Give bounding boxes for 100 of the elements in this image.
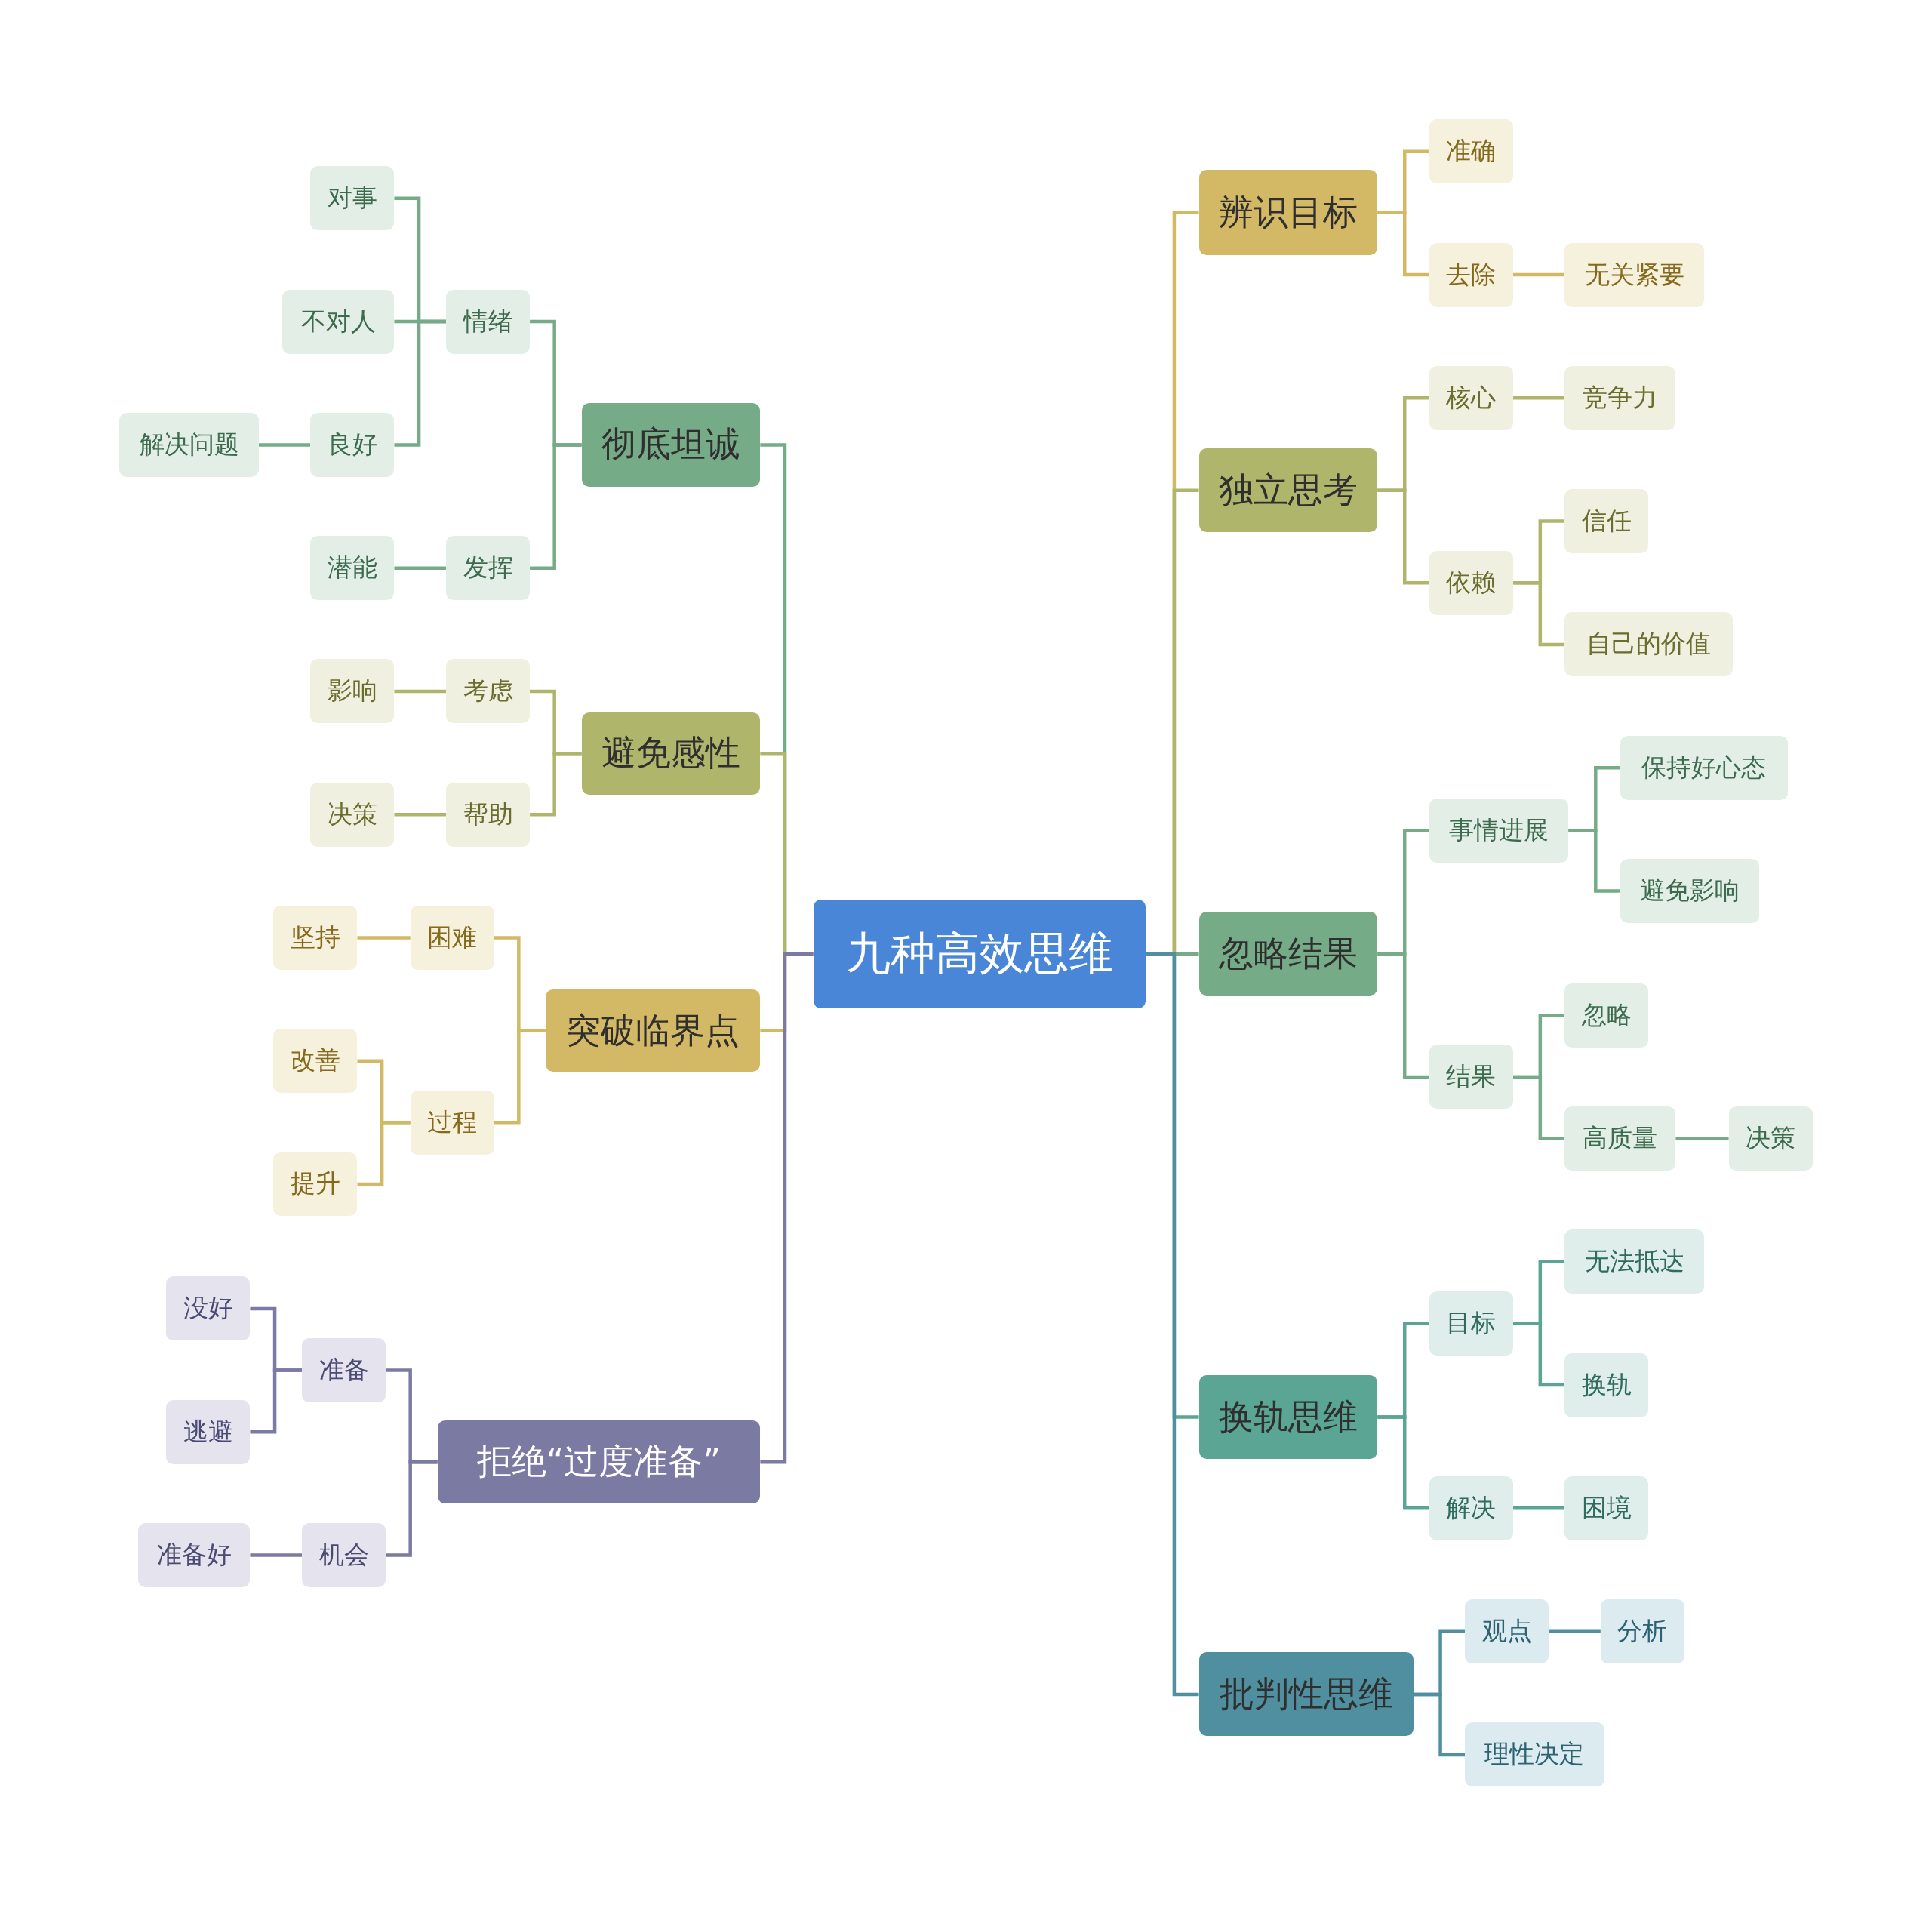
topic-label: 良好	[327, 428, 377, 460]
topic-label: 逃避	[183, 1415, 233, 1448]
topic-label: 不对人	[300, 305, 376, 337]
subtopic-box	[1564, 1476, 1649, 1540]
connector-line	[394, 812, 446, 817]
topic-label: 解决问题	[139, 428, 239, 460]
topic-label: 避免感性	[601, 732, 740, 775]
topic-label: 解决	[1446, 1491, 1497, 1524]
topic-label: 没好	[183, 1292, 233, 1325]
subtopic-box	[273, 906, 358, 970]
topic-label: 无法抵达	[1584, 1245, 1684, 1278]
connector-line	[530, 443, 582, 570]
connector-line	[250, 1553, 302, 1557]
connector-line	[494, 1029, 546, 1125]
subtopic-box	[1429, 242, 1513, 307]
topic-label: 辨识目标	[1218, 191, 1358, 234]
topic-label: 观点	[1481, 1615, 1532, 1648]
connector-line	[1377, 1415, 1429, 1510]
subtopic-box	[1564, 242, 1704, 307]
topic-label: 提升	[290, 1168, 340, 1200]
topic-label: 过程	[427, 1106, 478, 1138]
topic-label: 信任	[1581, 505, 1632, 537]
subtopic-box	[137, 1522, 251, 1587]
topic-label: 困难	[427, 921, 478, 953]
topic-label: 独立思考	[1218, 469, 1358, 512]
main-topic-box	[581, 712, 761, 796]
connector-line	[1512, 1075, 1565, 1140]
topic-label: 竞争力	[1583, 381, 1658, 414]
subtopic-box	[310, 536, 395, 601]
subtopic-box	[1564, 983, 1649, 1048]
subtopic-box	[310, 782, 395, 847]
subtopic-box	[166, 1276, 251, 1341]
topic-label: 机会	[318, 1538, 369, 1571]
connector-line	[1512, 396, 1565, 400]
topic-label: 依赖	[1446, 566, 1497, 599]
main-topic-box	[1198, 912, 1378, 996]
topic-label: 事情进展	[1449, 814, 1549, 846]
topic-label: 考虑	[463, 675, 513, 707]
topic-label: 拒绝“过度准备”	[476, 1441, 721, 1484]
topic-label: 决策	[327, 798, 377, 830]
root-topic-box	[813, 899, 1146, 1008]
subtopic-box	[1564, 365, 1676, 430]
subtopic-box	[310, 412, 395, 477]
topic-label: 准确	[1446, 135, 1497, 168]
subtopic-box	[1429, 119, 1513, 184]
main-topic-box	[1198, 1375, 1378, 1460]
topic-label: 突破临界点	[566, 1009, 740, 1052]
connector-line	[1377, 488, 1429, 585]
topic-label: 无关紧要	[1584, 258, 1684, 291]
subtopic-box	[1429, 365, 1513, 430]
subtopic-box	[1564, 612, 1733, 677]
subtopic-box	[1600, 1599, 1684, 1664]
connector-line	[394, 566, 446, 570]
topic-label: 高质量	[1583, 1122, 1658, 1155]
topic-label: 困境	[1581, 1491, 1632, 1524]
subtopic-box	[446, 289, 531, 354]
subtopic-box	[273, 1152, 358, 1217]
subtopic-box	[446, 536, 531, 601]
connector-line	[1512, 1506, 1565, 1510]
topic-label: 结果	[1446, 1060, 1497, 1093]
subtopic-box	[310, 166, 395, 231]
subtopic-box	[410, 906, 494, 970]
topic-label: 帮助	[463, 798, 513, 830]
topic-label: 去除	[1446, 258, 1497, 291]
main-topic-box	[581, 402, 761, 487]
topic-label: 彻底坦诚	[601, 423, 740, 466]
connector-line	[1377, 952, 1429, 1079]
subtopic-box	[302, 1338, 386, 1402]
topic-label: 九种高效思维	[845, 926, 1113, 981]
topic-label: 保持好心态	[1641, 751, 1767, 783]
topic-label: 核心	[1446, 381, 1497, 414]
connector-line	[394, 689, 446, 694]
subtopic-box	[1728, 1106, 1813, 1171]
subtopic-box	[273, 1029, 358, 1094]
topic-label: 批判性思维	[1219, 1673, 1393, 1716]
subtopic-box	[1465, 1599, 1549, 1664]
subtopic-box	[1620, 858, 1760, 923]
topic-label: 忽略	[1581, 999, 1632, 1031]
topic-label: 忽略结果	[1218, 932, 1358, 975]
subtopic-box	[1429, 1045, 1513, 1109]
main-topic-box	[546, 989, 761, 1072]
topic-label: 情绪	[463, 305, 513, 337]
subtopic-box	[1429, 1476, 1513, 1540]
subtopic-box	[310, 659, 395, 724]
subtopic-box	[446, 782, 531, 847]
subtopic-box	[1429, 1291, 1513, 1356]
connector-line	[1568, 829, 1620, 893]
subtopic-box	[1564, 489, 1649, 554]
connector-line	[530, 752, 582, 817]
main-topic-box	[1198, 1652, 1414, 1737]
connector-line	[1413, 1692, 1466, 1757]
topic-label: 分析	[1617, 1615, 1668, 1648]
connector-line	[1512, 581, 1565, 647]
topic-label: 自己的价值	[1586, 628, 1711, 660]
subtopic-box	[119, 412, 259, 477]
connector-line	[357, 936, 411, 940]
subtopic-box	[1429, 798, 1569, 863]
topic-label: 改善	[290, 1045, 340, 1077]
subtopic-box	[410, 1090, 494, 1155]
topic-label: 换轨	[1581, 1368, 1632, 1401]
